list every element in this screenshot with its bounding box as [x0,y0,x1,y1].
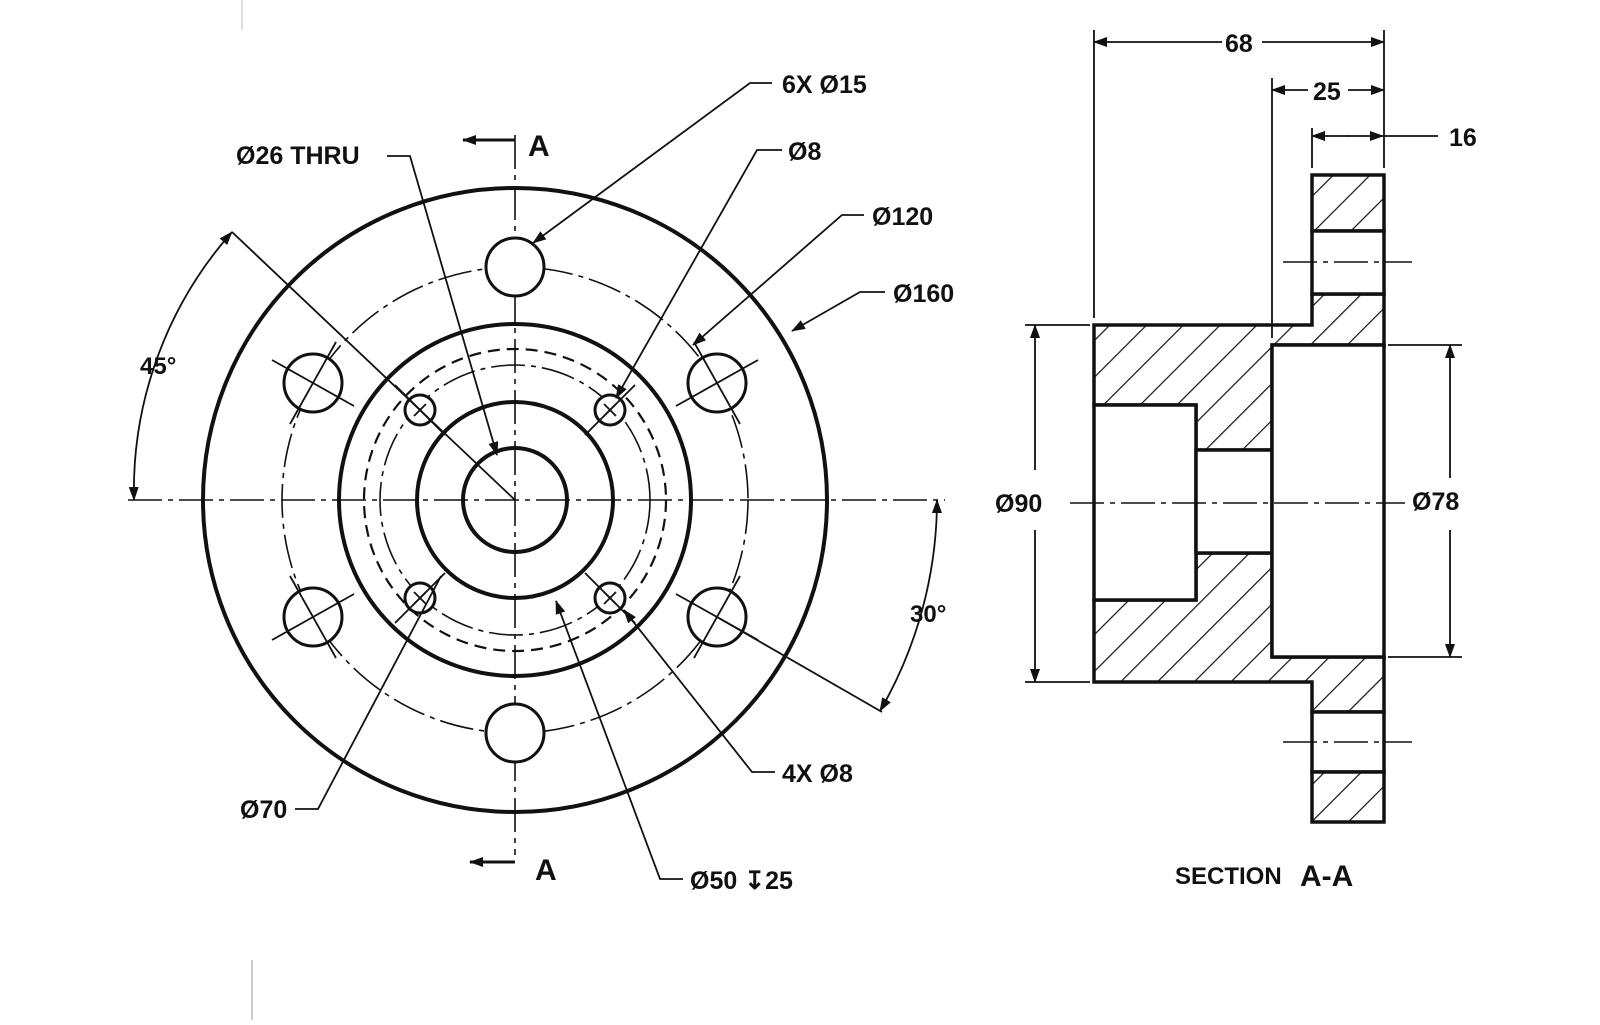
leader-bolt-holes [532,82,772,244]
label-hub-length: 25 [1313,78,1341,106]
through-bore-circle [461,446,569,554]
section-label-top: A [528,130,550,163]
section-label-bottom: A [535,854,557,887]
leader-four-holes [623,609,775,773]
label-angle-30: 30° [910,601,946,628]
front-view [128,82,945,880]
leader-outer-160 [791,291,885,332]
bolt-hole [484,236,546,298]
leader-pcd-70 [295,575,442,810]
label-four-holes: 4X Ø8 [782,760,853,788]
small-hole-pitch-circle [379,364,651,636]
label-bolt-holes: 6X Ø15 [782,71,867,99]
label-dia-90: Ø90 [995,490,1042,518]
angle-30-extension [716,616,883,713]
label-pcd-70: Ø70 [240,796,287,824]
angle-30-arc [879,499,942,712]
section-caption-word: SECTION [1175,863,1282,890]
angle-45-arc [128,231,233,501]
label-small-hole: Ø8 [788,138,821,166]
angle-45-extension [231,231,516,501]
flange-bottom-hatch [1310,770,1386,824]
label-outer-160: Ø160 [893,280,954,308]
through-bore-void [1194,448,1274,555]
flange-top-hatch [1310,173,1386,233]
leader-small-hole [615,149,782,399]
leader-counterbore [555,600,683,880]
label-bore-thru: Ø26 THRU [236,142,360,170]
section-view [1025,30,1462,824]
hub-circle [337,322,693,678]
hidden-circle [362,347,668,653]
label-dia-78: Ø78 [1412,488,1459,516]
leader-bore-thru [387,155,499,456]
leader-pcd-120 [692,214,864,346]
section-caption-id: A-A [1300,860,1353,893]
hub-recess-void [1270,343,1386,659]
counterbore-circle [415,400,615,600]
label-angle-45: 45° [140,353,176,380]
bolt-hole [484,702,546,764]
label-counterbore: Ø50 ↧25 [690,867,793,895]
label-flange-thickness: 16 [1449,124,1477,152]
label-overall-length: 68 [1225,30,1253,58]
label-pcd-120: Ø120 [872,203,933,231]
